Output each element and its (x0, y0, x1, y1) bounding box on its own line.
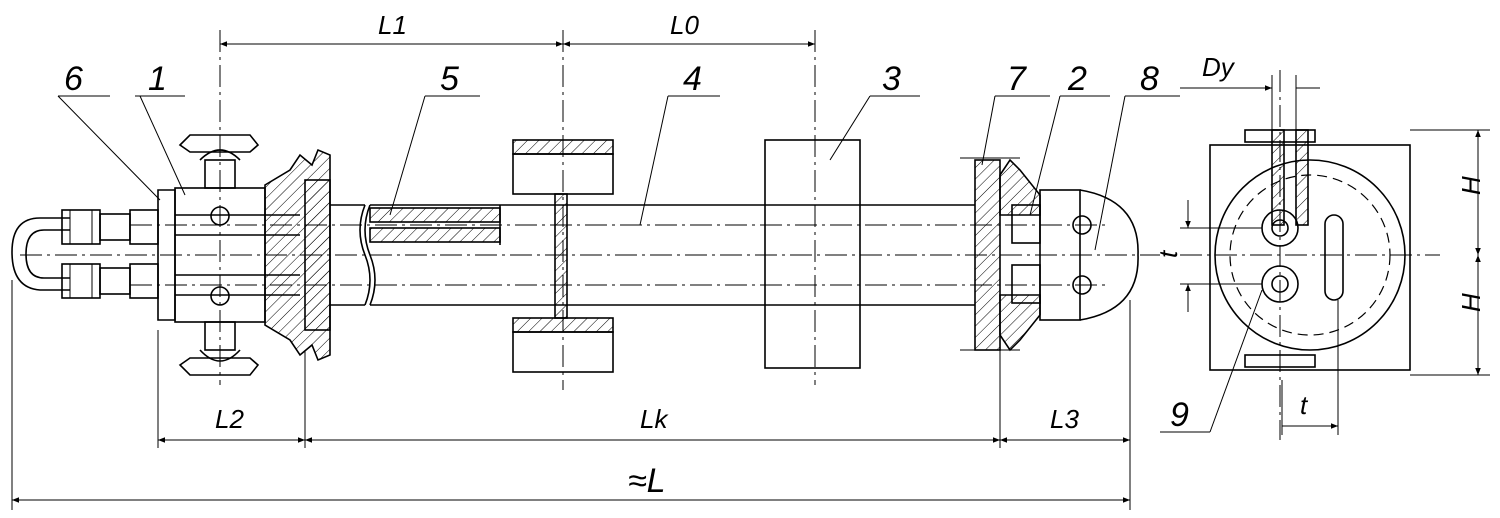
label-3: 3 (882, 60, 901, 98)
dim-L0: L0 (670, 10, 699, 40)
right-tube-sheet (960, 157, 1139, 352)
label-7: 7 (1007, 60, 1027, 98)
dim-t-left: t (1153, 249, 1183, 258)
shell-pipe (330, 204, 975, 306)
dim-L: ≈L (628, 462, 666, 500)
u-bend-return (11, 209, 159, 299)
left-tube-sheet (264, 148, 331, 362)
label-1: 1 (148, 60, 167, 98)
middle-support (512, 30, 614, 390)
label-6: 6 (64, 60, 83, 98)
support-block-3 (764, 30, 861, 385)
dim-L2: L2 (215, 404, 244, 434)
leader-lines (57, 95, 1263, 433)
dim-Lk: Lk (640, 404, 669, 434)
dim-H-bottom: H (1456, 293, 1486, 312)
dim-L3: L3 (1050, 404, 1079, 434)
dim-L1: L1 (378, 10, 407, 40)
dim-Dy: Dy (1202, 52, 1236, 82)
label-8: 8 (1140, 60, 1159, 98)
label-4: 4 (683, 60, 702, 98)
dim-t-bottom: t (1300, 390, 1309, 420)
dimension-labels: L1 L0 L2 Lk L3 ≈L Dy H H t t (215, 10, 1486, 500)
tube-grid-1 (157, 30, 300, 385)
label-9: 9 (1170, 396, 1189, 434)
dimension-lines (11, 41, 1490, 510)
end-view (1180, 70, 1440, 440)
position-labels: 6 1 5 4 3 7 2 8 9 (64, 60, 1189, 434)
label-5: 5 (440, 60, 459, 98)
dim-H-top: H (1456, 176, 1486, 195)
label-2: 2 (1067, 60, 1087, 98)
